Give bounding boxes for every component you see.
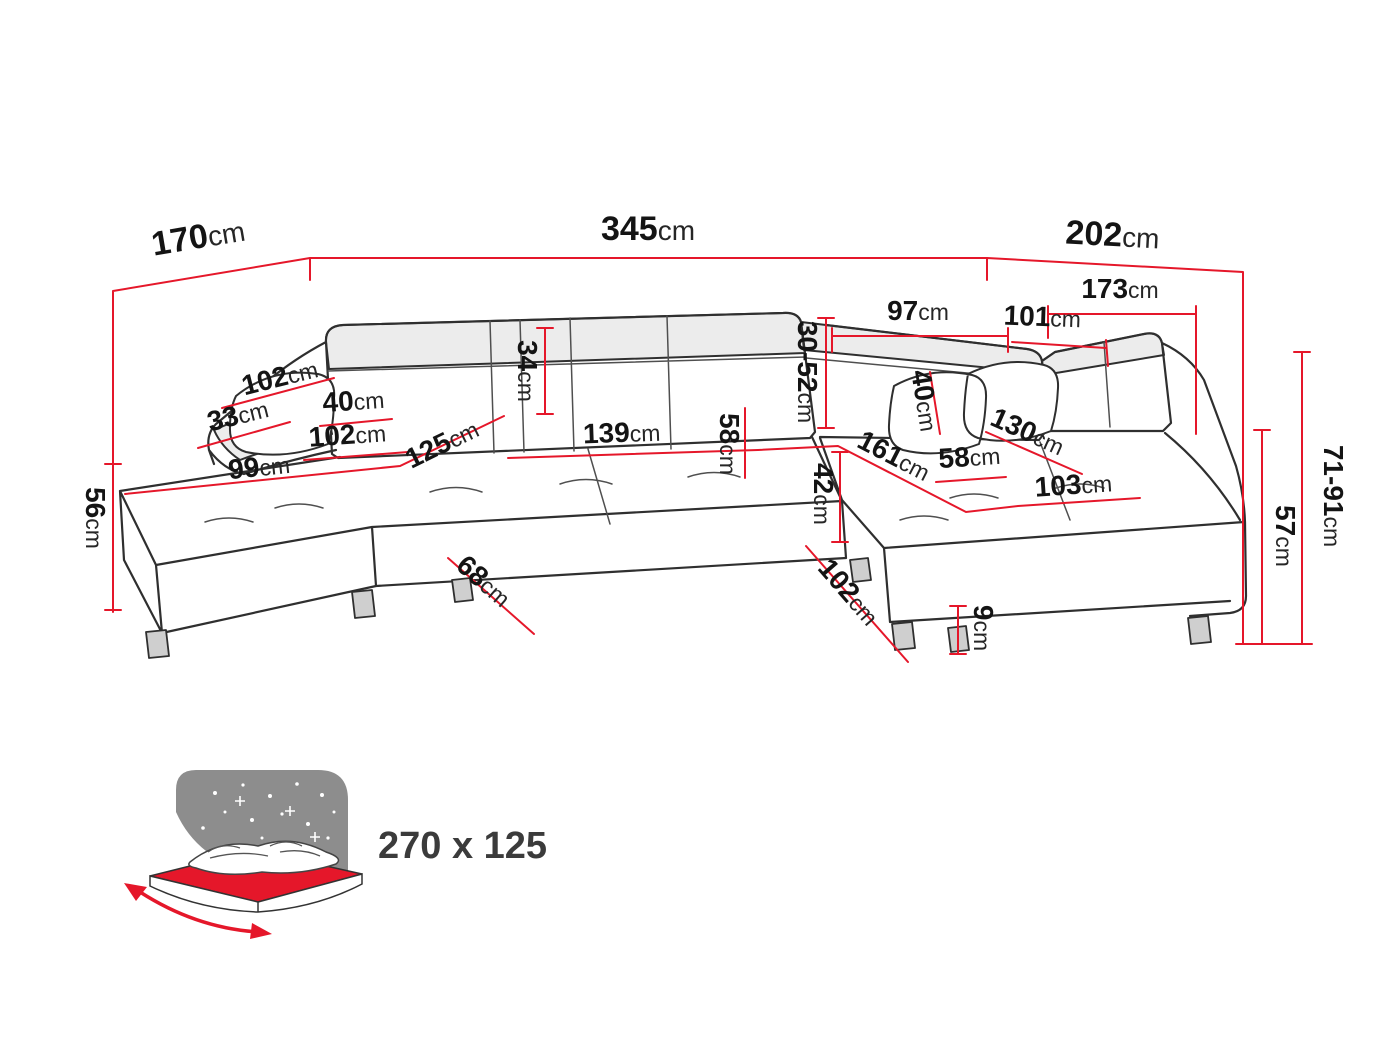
dim-label-102-bottom: 102cm: [812, 552, 886, 631]
dim-label-173: 173cm: [1081, 273, 1158, 304]
mattress-sides: [149, 873, 363, 913]
dim-label-9: 9cm: [968, 605, 999, 651]
sofa-legs: [145, 557, 1212, 659]
dim-label-170: 170cm: [149, 211, 248, 264]
blanket-folds: [207, 841, 321, 859]
dim-label-71-91: 71-91cm: [1318, 445, 1349, 547]
dim-label-68: 68cm: [451, 549, 518, 613]
dim-label-202: 202cm: [1065, 214, 1161, 257]
dim-label-34: 34cm: [512, 340, 543, 402]
dim-label-103: 103cm: [1034, 466, 1113, 502]
stars: [201, 782, 336, 852]
sleeping-area-size: 270 x 125: [378, 825, 547, 867]
sofa-pillows: [228, 361, 1060, 456]
dim-label-139: 139cm: [582, 416, 660, 450]
dim-label-102-left: 102cm: [308, 416, 387, 452]
dim-label-42: 42cm: [808, 463, 839, 525]
arrow-head-left: [124, 883, 147, 901]
dim-label-58-center: 58cm: [714, 413, 745, 475]
dim-label-345: 345cm: [601, 210, 695, 248]
sofa-drawing: [118, 311, 1248, 659]
sparkle-stars: [235, 796, 320, 842]
dim-label-58-right: 58cm: [937, 439, 1001, 474]
dim-label-57: 57cm: [1270, 505, 1301, 567]
sleeping-area-icon: 270 x 125: [124, 770, 547, 939]
arrow-head-right: [250, 923, 272, 939]
dimension-lines: [104, 257, 1313, 663]
dim-label-40-right: 40cm: [905, 368, 945, 434]
dim-label-97: 97cm: [887, 295, 949, 326]
mattress-blanket: [188, 840, 340, 875]
dim-label-101: 101cm: [1003, 300, 1081, 334]
dim-label-99: 99cm: [227, 448, 292, 485]
dim-label-56: 56cm: [80, 487, 111, 549]
dim-label-125: 125cm: [400, 413, 483, 475]
fold-out-arrow: [139, 890, 259, 934]
dim-label-40-left: 40cm: [321, 383, 385, 418]
dim-label-33: 33cm: [204, 392, 271, 437]
dim-label-30-52: 30-52cm: [792, 321, 823, 423]
